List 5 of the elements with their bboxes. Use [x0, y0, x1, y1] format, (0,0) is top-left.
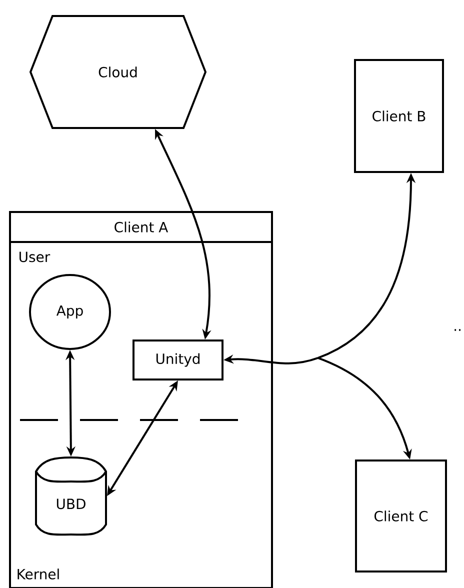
- storage-cylinder: UBD: [35, 456, 107, 536]
- client-box: Client C: [355, 460, 447, 572]
- ellipsis-label: ..: [454, 329, 460, 331]
- client-box: Client B: [354, 59, 444, 173]
- process-box: Unityd: [132, 340, 224, 380]
